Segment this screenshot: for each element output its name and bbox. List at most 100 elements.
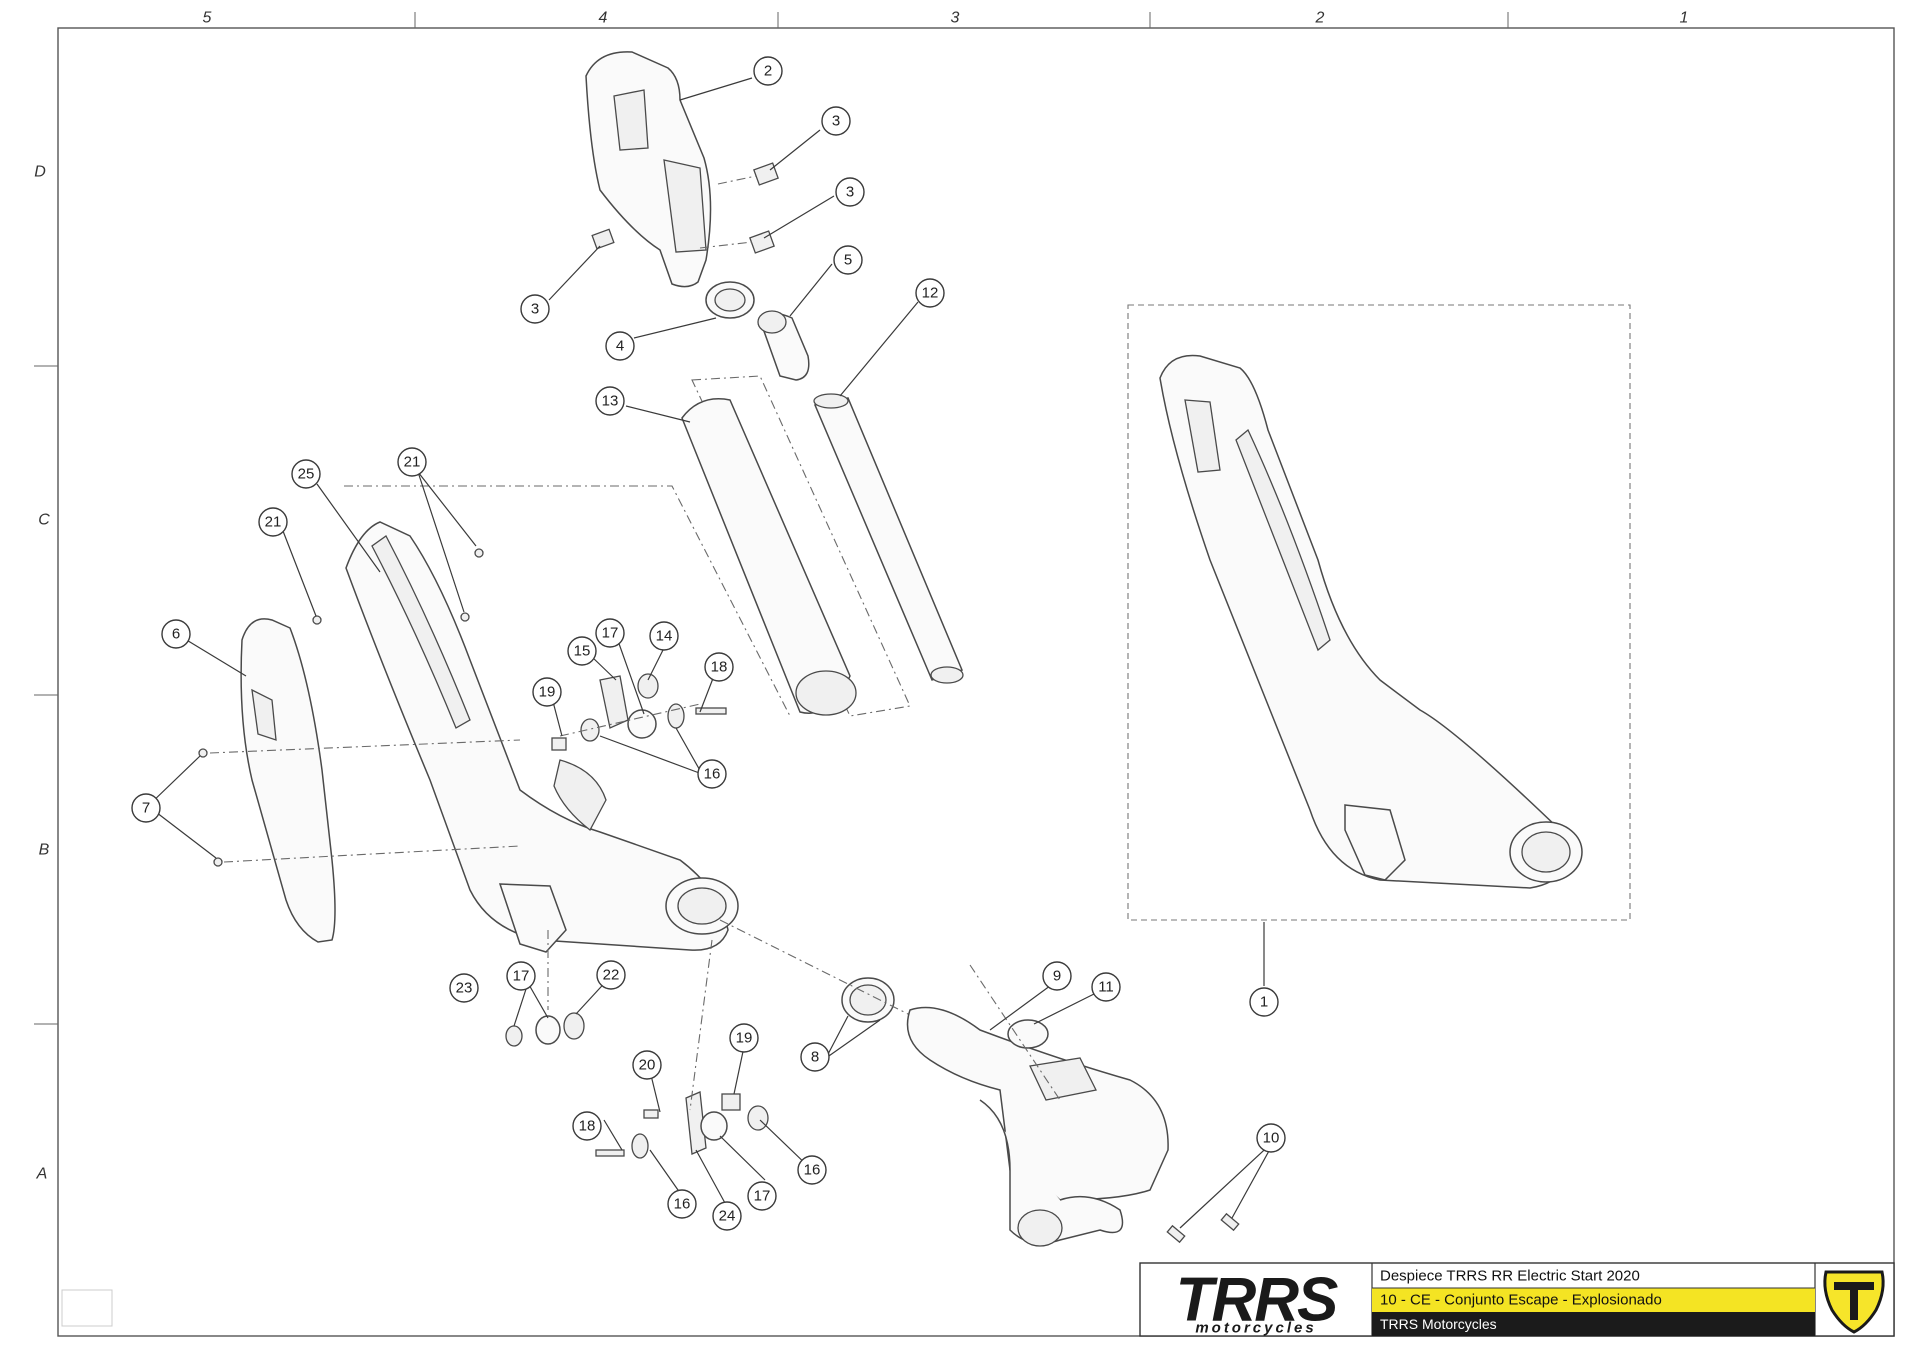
callout-25: 25 xyxy=(291,459,321,489)
callout-16-lower-left: 16 xyxy=(667,1189,697,1219)
leader-lines xyxy=(147,77,1276,1229)
callout-22: 22 xyxy=(596,960,626,990)
callout-19-upper: 19 xyxy=(532,677,562,707)
svg-text:13: 13 xyxy=(602,393,619,410)
lower-mount-hardware xyxy=(505,1012,585,1047)
callout-18-lower: 18 xyxy=(572,1111,602,1141)
brand-emblem-icon xyxy=(1823,1270,1885,1334)
zone-col-5: 5 xyxy=(203,10,212,27)
callout-18-upper: 18 xyxy=(704,652,734,682)
seal-and-tip xyxy=(705,281,810,381)
svg-text:23: 23 xyxy=(456,980,473,997)
callout-3-top: 3 xyxy=(821,106,851,136)
callout-3-left: 3 xyxy=(520,294,550,324)
callout-21-top: 21 xyxy=(397,447,427,477)
callout-5: 5 xyxy=(833,245,863,275)
svg-text:1: 1 xyxy=(1260,994,1268,1011)
svg-text:21: 21 xyxy=(265,514,282,531)
zone-col-2: 2 xyxy=(1315,10,1325,27)
svg-text:25: 25 xyxy=(298,466,315,483)
callout-9: 9 xyxy=(1042,961,1072,991)
svg-text:6: 6 xyxy=(172,626,180,643)
document-title: Despiece TRRS RR Electric Start 2020 xyxy=(1380,1268,1640,1285)
svg-text:9: 9 xyxy=(1053,968,1061,985)
corner-swatch xyxy=(61,1289,113,1327)
assembled-exhaust xyxy=(1159,354,1583,986)
svg-text:16: 16 xyxy=(674,1196,691,1213)
zone-col-1: 1 xyxy=(1680,10,1689,27)
zone-row-b: B xyxy=(39,842,50,859)
zone-ruler-left xyxy=(34,365,58,1025)
svg-text:12: 12 xyxy=(922,285,939,302)
upper-mount-hardware xyxy=(551,673,727,751)
drawing-frame xyxy=(57,27,1895,1337)
callout-17-middle: 17 xyxy=(506,961,536,991)
zone-col-4: 4 xyxy=(599,10,608,27)
inner-tube xyxy=(813,393,964,684)
callout-16-upper: 16 xyxy=(697,759,727,789)
callout-2: 2 xyxy=(753,56,783,86)
svg-text:17: 17 xyxy=(513,968,530,985)
callout-8: 8 xyxy=(800,1042,830,1072)
svg-text:14: 14 xyxy=(656,628,673,645)
svg-text:10: 10 xyxy=(1263,1130,1280,1147)
svg-text:20: 20 xyxy=(639,1057,656,1074)
title-block: TRRS motorcycles Despiece TRRS RR Electr… xyxy=(1139,1262,1895,1337)
zone-col-3: 3 xyxy=(951,10,960,27)
svg-text:22: 22 xyxy=(603,967,620,984)
company-bar xyxy=(1372,1312,1815,1336)
svg-text:11: 11 xyxy=(1098,979,1114,996)
callout-21-left: 21 xyxy=(258,507,288,537)
callout-23: 23 xyxy=(449,973,479,1003)
insulation-packing xyxy=(681,398,857,716)
brand-logo-text: TRRS xyxy=(1176,1266,1338,1335)
callout-4: 4 xyxy=(605,331,635,361)
bracket-hardware xyxy=(595,1091,769,1159)
header-pipe xyxy=(906,1006,1169,1247)
svg-text:18: 18 xyxy=(711,659,728,676)
heat-shield xyxy=(240,618,336,943)
callout-3-middle: 3 xyxy=(835,177,865,207)
callout-20: 20 xyxy=(632,1050,662,1080)
svg-text:8: 8 xyxy=(811,1049,819,1066)
svg-text:16: 16 xyxy=(704,766,721,783)
clip-parts xyxy=(591,162,779,254)
svg-text:19: 19 xyxy=(736,1030,753,1047)
zone-row-a: A xyxy=(36,1166,48,1183)
drawing-name: 10 - CE - Conjunto Escape - Explosionado xyxy=(1380,1292,1662,1309)
connector-ring xyxy=(841,977,895,1023)
svg-text:19: 19 xyxy=(539,684,556,701)
callout-14: 14 xyxy=(649,621,679,651)
callout-10: 10 xyxy=(1256,1123,1286,1153)
svg-text:3: 3 xyxy=(846,184,854,201)
svg-text:3: 3 xyxy=(832,113,840,130)
svg-text:5: 5 xyxy=(844,252,852,269)
muffler-body xyxy=(345,521,739,953)
zone-row-d: D xyxy=(34,164,46,181)
callout-13: 13 xyxy=(595,386,625,416)
callout-16-lower-right: 16 xyxy=(797,1155,827,1185)
callout-7: 7 xyxy=(131,793,161,823)
zone-ruler-top xyxy=(414,12,1509,28)
svg-text:24: 24 xyxy=(719,1208,736,1225)
svg-text:3: 3 xyxy=(531,301,539,318)
zone-row-c: C xyxy=(38,512,50,529)
callout-17-lower: 17 xyxy=(747,1181,777,1211)
svg-text:16: 16 xyxy=(804,1162,821,1179)
svg-text:21: 21 xyxy=(404,454,421,471)
svg-text:7: 7 xyxy=(142,800,150,817)
callout-24: 24 xyxy=(712,1201,742,1231)
callout-15: 15 xyxy=(567,636,597,666)
callout-11: 11 xyxy=(1091,972,1121,1002)
svg-text:15: 15 xyxy=(574,643,591,660)
callout-17-upper: 17 xyxy=(595,618,625,648)
callout-12: 12 xyxy=(915,278,945,308)
drawing-name-bar xyxy=(1372,1288,1815,1312)
muffler-end-cap xyxy=(585,51,712,288)
svg-text:17: 17 xyxy=(602,625,619,642)
callout-19-lower: 19 xyxy=(729,1023,759,1053)
svg-text:4: 4 xyxy=(616,338,624,355)
callout-6: 6 xyxy=(161,619,191,649)
callout-1: 1 xyxy=(1249,987,1279,1017)
